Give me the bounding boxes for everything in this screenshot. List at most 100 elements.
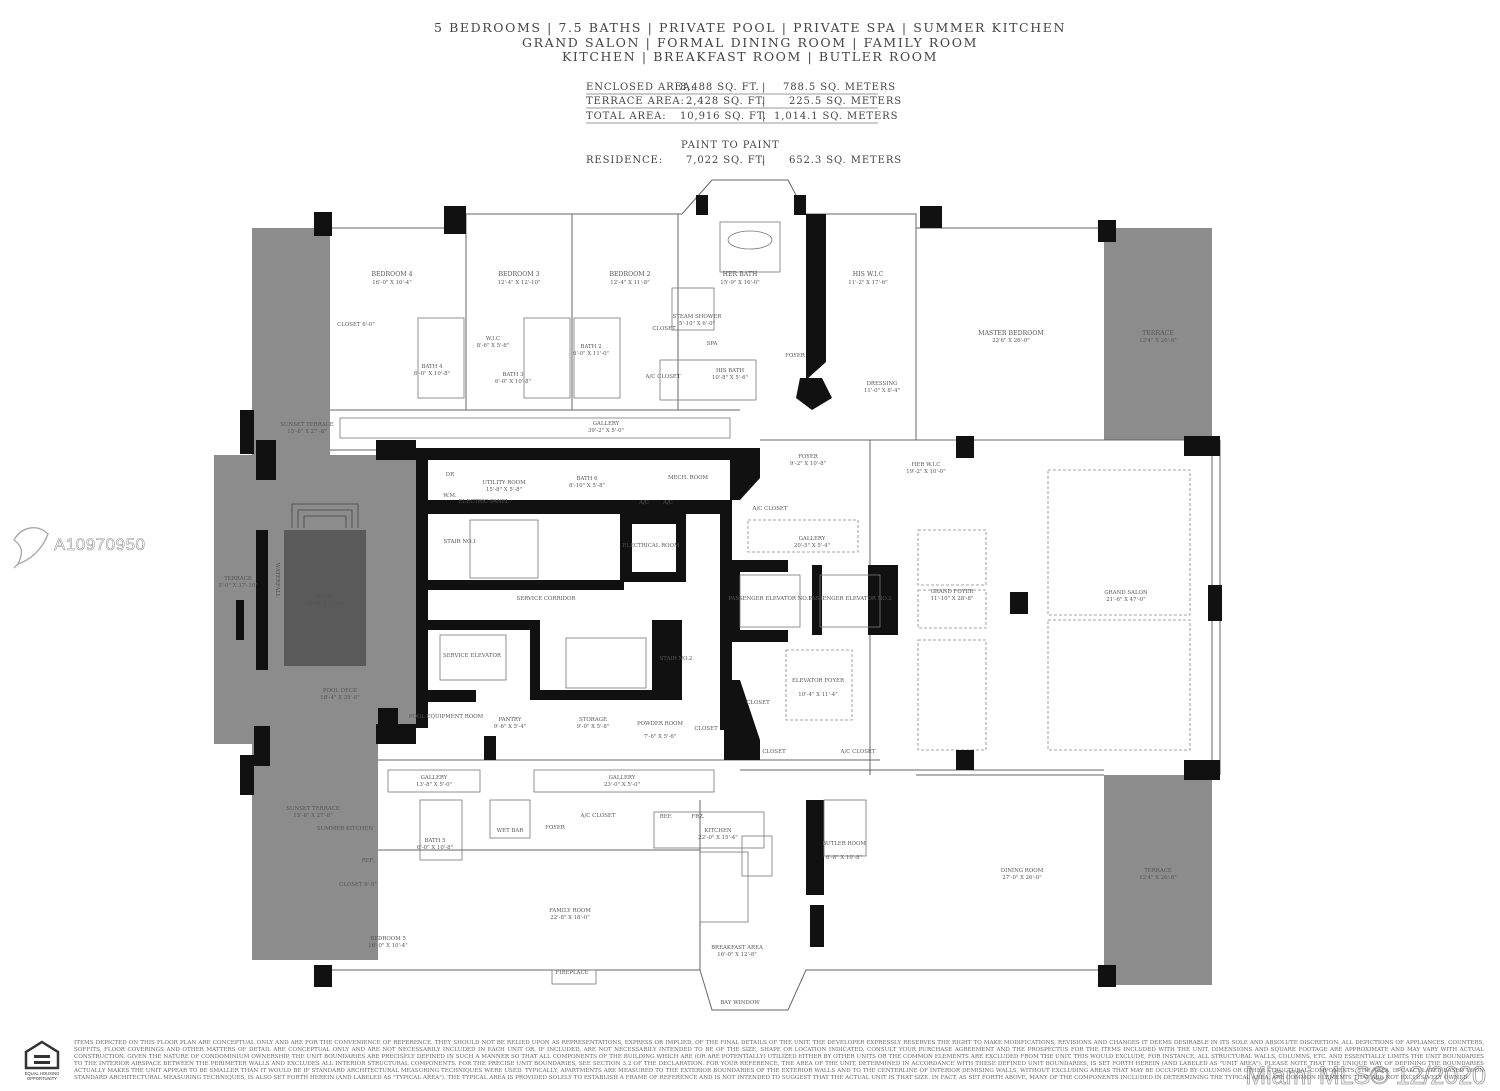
label-her-wic: HER W.I.C	[912, 462, 941, 468]
label-pool-equipment: POOL EQUIPMENT ROOM	[409, 714, 484, 720]
terrace-sqft: 2,428 SQ. FT.	[686, 96, 766, 107]
label-breakfast: BREAKFAST AREA	[711, 945, 763, 951]
label-terrace-ne: TERRACE	[1142, 330, 1174, 337]
dim-terrace-se: 12'4" X 26'-6"	[1139, 875, 1177, 881]
residence-sqm: 652.3 SQ. METERS	[789, 155, 903, 166]
dim-pool: 10'-0" X 17'-0"	[305, 601, 344, 607]
label-bath2: BATH 2	[581, 344, 602, 350]
label-ac-closet1: A/C CLOSET	[645, 374, 681, 380]
label-terrace-w: TERRACE	[224, 576, 252, 582]
label-pool: POOL	[317, 594, 333, 600]
label-closet-v: CLOSET	[652, 326, 676, 332]
label-dressing: DRESSING	[867, 381, 898, 387]
label-steam-shower: STEAM SHOWER	[673, 314, 723, 320]
dim-wic: 8'-6" X 5'-6"	[477, 343, 510, 349]
dim-terrace-ne: 12'4" X 26'-6"	[1139, 338, 1177, 344]
dim-bath6: 8'-10" X 5'-8"	[569, 483, 605, 489]
total-label: TOTAL AREA:	[586, 111, 667, 122]
label-dr: DR	[446, 472, 455, 478]
label-his-bath: HIS BATH	[716, 368, 744, 374]
total-sqft: 10,916 SQ. FT.	[680, 111, 767, 122]
fixtures	[339, 221, 881, 985]
dim-powder: 7'-6" X 5'-6"	[644, 734, 677, 740]
label-ac-closet4: A/C CLOSET	[580, 813, 616, 819]
label-ac-closet3: A/C CLOSET	[840, 749, 876, 755]
listing-watermark: A10970950	[8, 520, 145, 570]
label-foyer-center: FOYER	[798, 454, 819, 460]
label-stair1: STAIR NO.1	[444, 539, 477, 545]
area-separator: |	[762, 82, 767, 93]
label-kitchen: KITCHEN	[704, 828, 732, 834]
label-bath6: BATH 6	[577, 476, 599, 482]
label-pool-deck: POOL DECK	[323, 688, 358, 694]
label-gallery-top: GALLERY	[593, 421, 620, 427]
dim-family-room: 22'-8" X 18'-0"	[550, 915, 589, 921]
dim-gallery-bl: 13'-8" X 5'-0"	[416, 782, 452, 788]
mls-logo-icon	[13, 527, 49, 569]
dim-pool-deck: 18'-4" X 35'-8"	[320, 695, 359, 701]
label-sunset-terrace-top: SUNSET TERRACE	[280, 422, 334, 428]
residence-sqft: 7,022 SQ. FT.	[686, 155, 766, 166]
label-frz: FRZ.	[691, 814, 704, 820]
terrace-sqm: 225.5 SQ. METERS	[789, 96, 903, 107]
label-grand-salon: GRAND SALON	[1104, 590, 1148, 596]
dim-bedroom4: 16'-0" X 10'-4"	[372, 280, 411, 286]
dim-gallery-top: 39'-2" X 5'-0"	[588, 428, 624, 434]
label-ac-closet2: A/C CLOSET	[752, 506, 788, 512]
label-gallery-mid: GALLERY	[799, 536, 826, 542]
enclosed-label: ENCLOSED AREA:	[586, 82, 696, 93]
label-wm: W.M.	[443, 493, 457, 499]
dim-kitchen: 22'-0" X 15'-4"	[698, 835, 737, 841]
dim-grand-salon: 21'-6" X 47'-0"	[1106, 597, 1145, 603]
label-closet-b: CLOSET	[762, 749, 786, 755]
dim-sunset-terrace-top: 15'-6" X 27'-8"	[287, 429, 326, 435]
eho-line-2: OPPORTUNITY	[27, 1076, 57, 1081]
dim-bath4: 6'-0" X 10'-8"	[414, 371, 450, 377]
feature-line-1: 5 BEDROOMS | 7.5 BATHS | PRIVATE POOL | …	[434, 20, 1066, 35]
ceiling-panels	[747, 469, 1191, 751]
label-terrace-se: TERRACE	[1144, 868, 1172, 874]
area-separator: |	[762, 96, 767, 107]
label-powder: POWDER ROOM	[637, 721, 684, 727]
label-closet5: CLOSET 6'-0"	[339, 882, 377, 888]
area-separator: |	[762, 155, 767, 166]
label-master-bedroom: MASTER BEDROOM	[978, 330, 1044, 337]
terrace-southeast	[1104, 775, 1212, 985]
label-closet-ef: CLOSET	[746, 700, 770, 706]
dim-bath2: 6'-0" X 11'-0"	[573, 351, 609, 357]
pool	[284, 530, 366, 666]
label-service-elev: SERVICE ELEVATOR	[443, 653, 502, 659]
dim-grand-foyer: 11'-10" X 28'-8"	[931, 596, 974, 602]
label-utility: UTILITY ROOM	[482, 480, 526, 486]
walls	[236, 195, 1222, 987]
label-his-wic: HIS W.I.C	[853, 271, 884, 278]
dim-utility: 15'-8" X 5'-8"	[486, 487, 522, 493]
label-bay-window: BAY WINDOW	[720, 1000, 760, 1006]
dim-bedroom5: 16'-0" X 10'-4"	[368, 943, 407, 949]
dim-breakfast: 16'-0" X 12'-8"	[717, 952, 756, 958]
area-separator: |	[762, 111, 767, 122]
residence-label: RESIDENCE:	[586, 155, 664, 166]
label-mech-room: MECH. ROOM	[668, 475, 709, 481]
dim-gallery-bc: 23'-0" X 5'-0"	[604, 782, 640, 788]
dim-terrace-w: 5'-0" X 37'-10"	[218, 583, 257, 589]
dim-bath5: 6'-0" X 10'-8"	[417, 845, 453, 851]
equal-housing-logo: EQUAL HOUSING OPPORTUNITY	[25, 1040, 59, 1081]
dim-her-bath: 15'-9" X 16'-0"	[720, 280, 759, 286]
label-ac-small1: A/C	[638, 500, 649, 506]
label-elevator-foyer: ELEVATOR FOYER	[792, 678, 845, 684]
label-summer-kitchen: SUMMER KITCHEN	[317, 826, 373, 832]
label-bedroom4: BEDROOM 4	[371, 271, 412, 278]
enclosed-sqft: 8,488 SQ. FT.	[680, 82, 760, 93]
dim-elevator-foyer: 10'-4" X 11'-4"	[798, 692, 837, 698]
label-ref1: REF.	[362, 858, 375, 864]
dim-dining: 27'-0" X 26'-0"	[1002, 875, 1041, 881]
label-storage: STORAGE	[579, 717, 607, 723]
label-electric-panel: ELECTRIC PANEL	[459, 499, 510, 505]
enclosed-sqm: 788.5 SQ. METERS	[783, 82, 897, 93]
dim-storage: 9'-0" X 5'-8"	[577, 724, 610, 730]
dim-gallery-mid: 20'-5" X 5'-4"	[794, 543, 830, 549]
dim-pantry: 9'-6" X 5'-4"	[494, 724, 527, 730]
